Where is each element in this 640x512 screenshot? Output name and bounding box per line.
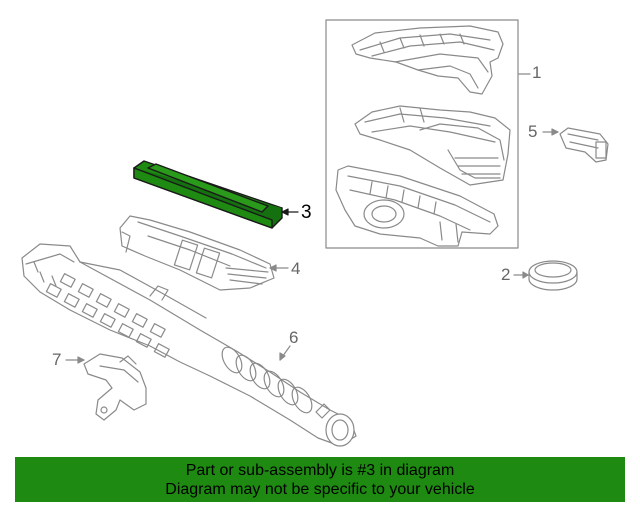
banner-line-1: Part or sub-assembly is #3 in diagram: [185, 462, 455, 479]
callout-3: 3: [301, 202, 312, 223]
banner-line-2: Diagram may not be specific to your vehi…: [165, 481, 475, 498]
callout-4: 4: [291, 259, 301, 278]
part-5-sensor: [559, 127, 609, 163]
callout-2: 2: [501, 265, 511, 284]
leader-7-arrow: [77, 356, 85, 364]
part-7-bracket: [83, 353, 147, 421]
callout-1: 1: [532, 63, 542, 82]
leader-lines: [65, 73, 559, 364]
leader-6-arrow: [279, 352, 286, 361]
part-1-lower-housing: [335, 165, 499, 247]
leader-3-arrow: [281, 208, 289, 216]
callout-5: 5: [528, 122, 538, 141]
part-3-air-filter: [133, 160, 283, 229]
part-2-ring: [528, 260, 578, 291]
info-banner: Part or sub-assembly is #3 in diagram Di…: [15, 457, 625, 502]
part-1-upper-cover: [351, 25, 504, 95]
part-1-middle-housing: [354, 105, 511, 186]
leader-2-arrow: [522, 271, 529, 279]
callout-6: 6: [289, 328, 299, 347]
part-6-intake-pipe: [21, 243, 357, 447]
leader-4-arrow: [269, 264, 277, 272]
callout-7: 7: [52, 350, 62, 369]
leader-5-arrow: [551, 128, 559, 136]
part-4-duct: [119, 215, 275, 291]
